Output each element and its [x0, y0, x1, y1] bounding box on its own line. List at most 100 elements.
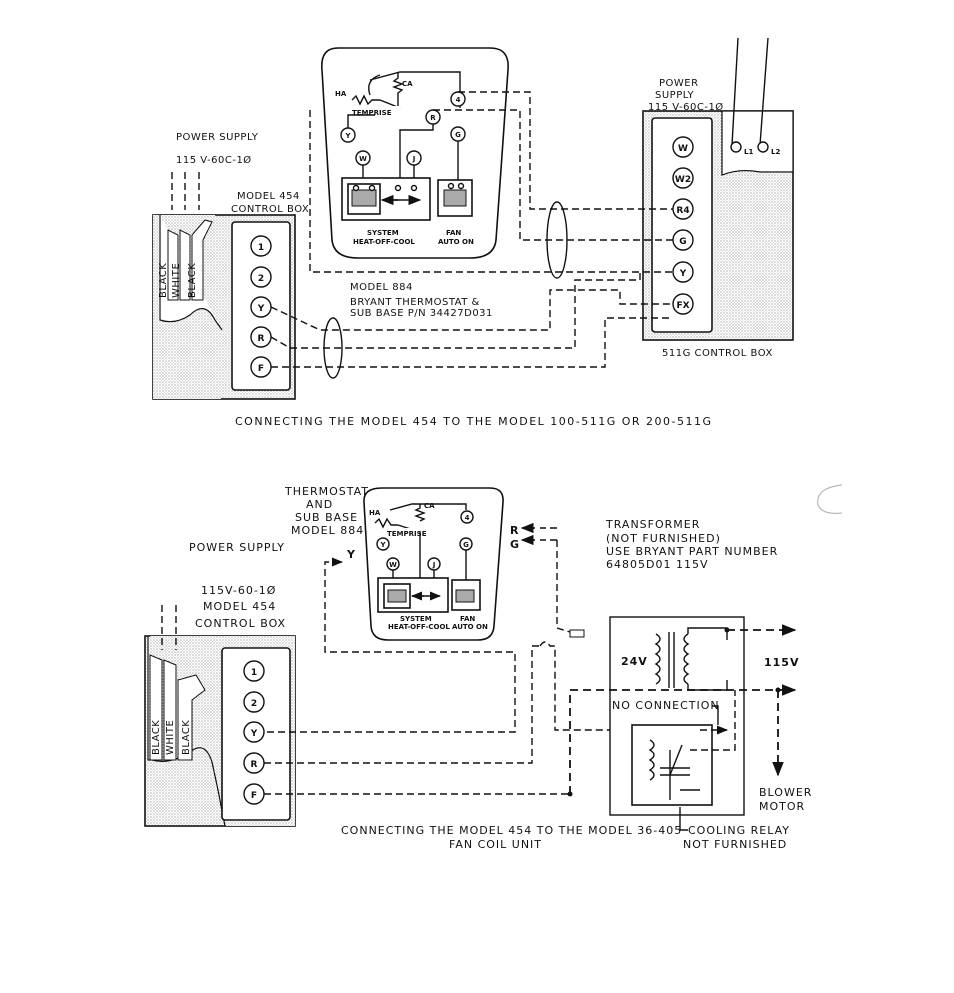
transformer-line4: 64805D01 115V [606, 558, 708, 571]
bottom-454-terminal-1: 1 [251, 668, 257, 678]
bottom-caption-line2: FAN COIL UNIT [449, 838, 542, 851]
bottom-thermo-terminal-4: 4 [465, 514, 470, 522]
top-fan-modes: AUTO ON [438, 238, 474, 246]
top-thermo-terminal-w: W [359, 155, 367, 163]
cooling-relay-line1: COOLING RELAY [688, 824, 790, 837]
top-power-supply-spec: 115 V-60C-1Ø [176, 154, 252, 166]
top-511g-box: L1 L2 [642, 37, 794, 341]
top-model454-label: MODEL 454 [237, 191, 300, 202]
bottom-dashed-wiring [264, 522, 797, 831]
top-power-right-spec: 115 V-60C-1Ø [648, 101, 724, 113]
top-454-terminal-r: R [258, 334, 265, 344]
blower-label-1: BLOWER [759, 786, 812, 799]
top-thermo-terminal-4: 4 [456, 96, 461, 104]
page-mark [817, 484, 843, 514]
top-l1-label: L1 [744, 148, 753, 156]
transformer-line1: TRANSFORMER [605, 518, 700, 531]
top-511g-terminal-g: G [679, 237, 686, 247]
top-fan-label: FAN [446, 229, 461, 237]
v115-label: 115V [764, 656, 799, 669]
top-power-right-1: POWER [659, 78, 699, 89]
top-454-terminal-2: 2 [258, 274, 264, 284]
top-system-label: SYSTEM [367, 229, 399, 237]
bottom-wire-white: WHITE [165, 720, 176, 755]
top-511g-terminal-fx: FX [676, 301, 689, 311]
transformer-line3: USE BRYANT PART NUMBER [606, 545, 778, 558]
top-ca-label: CA [402, 80, 413, 88]
top-511g-terminals: W W2 R4 G Y FX [672, 136, 694, 315]
bottom-diagram: THERMOSTAT AND SUB BASE MODEL 884 POWER … [144, 484, 843, 851]
top-caption: CONNECTING THE MODEL 454 TO THE MODEL 10… [235, 415, 713, 428]
top-511g-control-box-label: 511G CONTROL BOX [662, 348, 773, 359]
top-454-terminal-f: F [258, 364, 264, 374]
bottom-control-box: CONTROL BOX [195, 617, 286, 630]
bottom-fan-label: FAN [460, 615, 475, 623]
bottom-454-terminals: 1 2 Y R F [243, 660, 265, 805]
top-bryant-line2: SUB BASE P/N 34427D031 [350, 308, 493, 319]
bottom-wire-black-1: BLACK [151, 720, 162, 755]
top-thermo-terminal-j: J [412, 155, 416, 163]
bottom-y-label: Y [346, 548, 356, 561]
top-ha-label: HA [335, 90, 347, 98]
bottom-454-terminal-f: F [251, 791, 257, 801]
top-511g-terminal-w2: W2 [675, 175, 691, 185]
no-connection-label: NO CONNECTION [612, 699, 720, 712]
bottom-454-terminal-y: Y [250, 729, 258, 739]
top-511g-terminal-y: Y [679, 269, 687, 279]
top-power-supply-label: POWER SUPPLY [176, 132, 259, 143]
bottom-g-label: G [510, 538, 520, 551]
bottom-thermostat-line3: SUB BASE [295, 511, 358, 524]
bottom-thermostat: HA CA TEMPRISE Y W J G 4 SYSTEM HEAT-OFF… [363, 487, 504, 641]
bottom-ha-label: HA [369, 509, 381, 517]
cooling-relay-line2: NOT FURNISHED [683, 838, 787, 851]
blower-label-2: MOTOR [759, 800, 805, 813]
top-thermostat: HA CA TEMPRISE Y W J R G 4 [321, 47, 509, 259]
bottom-thermostat-line4: MODEL 884 [291, 524, 364, 537]
bottom-spec: 115V-60-1Ø [201, 584, 276, 597]
bottom-ca-label: CA [424, 502, 435, 510]
bottom-thermo-terminal-y: Y [379, 541, 386, 549]
top-511g-terminal-r4: R4 [676, 206, 689, 216]
bottom-wire-black-2: BLACK [181, 720, 192, 755]
top-supply-wires: BLACK WHITE BLACK [158, 172, 213, 301]
bottom-thermo-terminal-w: W [389, 561, 397, 569]
transformer-line2: (NOT FURNISHED) [606, 532, 721, 545]
bottom-thermo-terminal-j: J [432, 561, 436, 569]
top-model884-label: MODEL 884 [350, 282, 413, 293]
v24-label: 24V [621, 655, 648, 668]
top-control-box-label: CONTROL BOX [231, 204, 309, 215]
top-511g-terminal-board [651, 117, 713, 333]
top-diagram: POWER SUPPLY 115 V-60C-1Ø MODEL 454 CONT… [152, 37, 794, 428]
top-wire-black-2: BLACK [187, 263, 198, 298]
bottom-454-terminal-r: R [251, 760, 258, 770]
bottom-r-label: R [510, 524, 519, 537]
bottom-model454-box: BLACK WHITE BLACK [144, 605, 296, 827]
bottom-thermostat-line1: THERMOSTAT [284, 485, 369, 498]
bottom-fan-modes: AUTO ON [452, 623, 488, 631]
top-wire-white: WHITE [171, 263, 182, 298]
top-power-right-2: SUPPLY [655, 90, 694, 101]
top-454-terminals: 1 2 Y R F [250, 235, 272, 378]
bottom-caption-line1: CONNECTING THE MODEL 454 TO THE MODEL 36… [341, 824, 682, 837]
top-l2-label: L2 [771, 148, 780, 156]
top-thermo-terminal-g: G [455, 131, 461, 139]
top-temprise-label: TEMPRISE [352, 109, 392, 117]
bottom-system-modes: HEAT-OFF-COOL [388, 623, 450, 631]
top-454-terminal-1: 1 [258, 243, 264, 253]
bottom-thermo-terminal-g: G [463, 541, 469, 549]
top-system-modes: HEAT-OFF-COOL [353, 238, 415, 246]
bottom-system-label: SYSTEM [400, 615, 432, 623]
top-dashed-wiring [270, 91, 673, 379]
bottom-model454: MODEL 454 [203, 600, 276, 613]
top-thermo-terminal-r: R [430, 114, 436, 122]
top-thermo-terminal-y: Y [344, 132, 351, 140]
top-454-terminal-y: Y [257, 304, 265, 314]
bottom-power-supply: POWER SUPPLY [189, 541, 285, 554]
bottom-454-terminal-2: 2 [251, 699, 257, 709]
top-wire-black-1: BLACK [158, 263, 169, 298]
top-bryant-line1: BRYANT THERMOSTAT & [350, 297, 480, 308]
fan-coil-unit-box: 24V [609, 616, 745, 816]
top-511g-terminal-w: W [678, 144, 688, 154]
